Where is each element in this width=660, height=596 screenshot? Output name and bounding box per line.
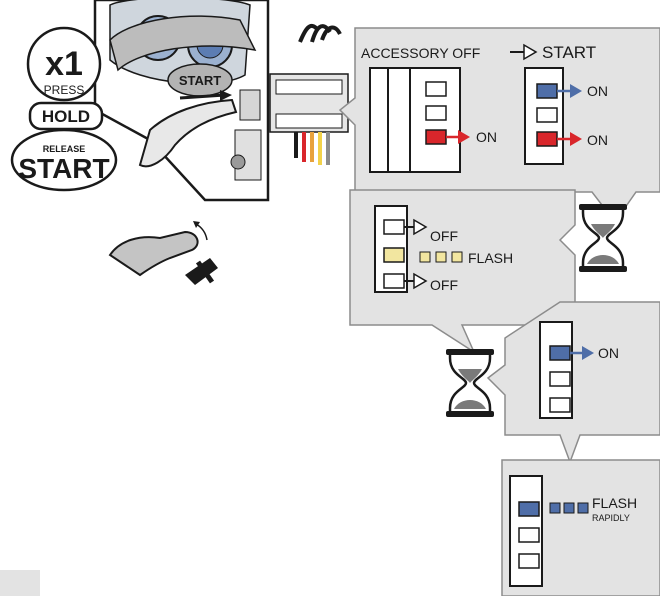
led-state-label: FLASH: [592, 495, 637, 511]
arrow-icon: [458, 130, 470, 144]
press-hold-release-badge: x1 PRESS HOLD RELEASE START: [10, 26, 118, 192]
led-indicator: [549, 371, 571, 387]
release-label: RELEASE: [43, 144, 86, 154]
led-indicator: [536, 107, 558, 123]
arrow-icon: [570, 132, 582, 146]
hold-label: HOLD: [42, 107, 90, 126]
led-indicator: [518, 527, 540, 543]
flash-burst-icons: [419, 251, 463, 263]
led-indicator-red: [425, 129, 447, 145]
led-indicator: [549, 397, 571, 413]
led-indicator-red: [536, 131, 558, 147]
led-indicator-blue: [549, 345, 571, 361]
led-indicator-blue: [536, 83, 558, 99]
press-label: PRESS: [44, 83, 85, 97]
led-state-label: ON: [587, 83, 608, 99]
motion-arrow-icon: [193, 221, 200, 228]
start-button-label: START: [179, 73, 221, 88]
step-panel-3: [486, 301, 660, 465]
panel1-title-right: START: [542, 43, 596, 62]
led-state-label: ON: [587, 132, 608, 148]
start-label: START: [18, 153, 109, 184]
led-state-label: FLASH: [468, 250, 513, 266]
rapid-flash-burst-icons: [549, 502, 589, 514]
module-accessory-off: ON: [369, 67, 497, 173]
foot-on-pedal-illustration: [108, 221, 218, 285]
control-module: [269, 23, 349, 165]
transition-arrow-icon: [523, 43, 538, 61]
module-flash: OFF FLASH OFF: [374, 205, 513, 293]
led-indicator-blue: [518, 501, 540, 517]
module-start: ON ON: [524, 67, 608, 165]
corner-marker: [0, 570, 40, 596]
led-state-label: OFF: [430, 228, 458, 244]
led-state-label: OFF: [430, 277, 458, 293]
led-indicator: [383, 219, 405, 235]
brake-pedal: [185, 258, 218, 285]
arrow-icon: [220, 90, 232, 101]
led-indicator: [383, 273, 405, 289]
arrow-icon: [413, 272, 428, 290]
led-indicator: [518, 553, 540, 569]
led-state-label: ON: [476, 129, 497, 145]
led-indicator: [425, 81, 447, 97]
led-indicator: [425, 105, 447, 121]
arrow-icon: [570, 84, 582, 98]
dashboard-illustration: START: [93, 0, 270, 202]
arrow-icon: [413, 218, 428, 236]
hourglass-icon: [444, 347, 496, 419]
led-state-label: ON: [598, 345, 619, 361]
led-indicator-yellow: [383, 247, 405, 263]
hand-pressing: [138, 98, 238, 168]
panel1-title-left: ACCESSORY OFF: [361, 45, 480, 61]
hourglass-icon: [577, 202, 629, 274]
steering-wheel: [109, 15, 257, 72]
module-on: ON: [539, 321, 619, 419]
arrow-icon: [582, 346, 594, 360]
module-flash-rapidly: FLASH RAPIDLY: [509, 475, 637, 587]
press-count: x1: [45, 45, 83, 83]
led-state-sublabel: RAPIDLY: [592, 513, 630, 523]
